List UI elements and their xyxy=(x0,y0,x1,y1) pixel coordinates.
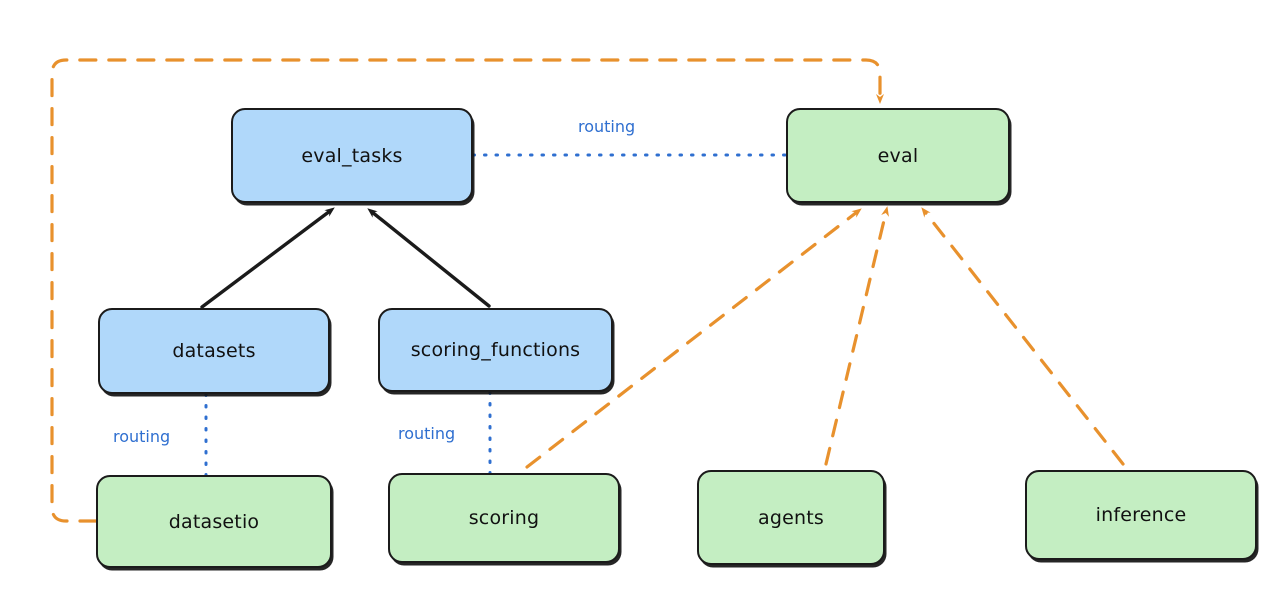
edge-inference-eval xyxy=(921,207,1125,466)
edge-label-routing-datasets-datasetio: routing xyxy=(113,427,171,446)
edge-datasets-eval_tasks xyxy=(200,207,335,309)
node-scoring[interactable]: scoring xyxy=(388,473,620,563)
node-eval[interactable]: eval xyxy=(786,108,1010,203)
edge-label-routing-scoring_functions-scoring: routing xyxy=(398,424,456,443)
node-agents[interactable]: agents xyxy=(697,470,885,565)
edge-label-routing-eval_tasks-eval: routing xyxy=(578,117,636,136)
node-eval-tasks[interactable]: eval_tasks xyxy=(231,108,473,203)
edge-agents-eval xyxy=(824,206,889,466)
node-inference[interactable]: inference xyxy=(1025,470,1257,560)
edge-datasetio-eval xyxy=(50,58,884,523)
node-label-eval: eval xyxy=(877,144,919,167)
edge-scoring_functions-eval_tasks xyxy=(367,208,491,308)
node-label-datasetio: datasetio xyxy=(168,510,260,533)
node-scoring-functions[interactable]: scoring_functions xyxy=(378,308,613,392)
node-label-scoring-functions: scoring_functions xyxy=(410,339,581,361)
node-label-eval-tasks: eval_tasks xyxy=(301,144,403,167)
node-label-inference: inference xyxy=(1095,504,1187,526)
node-label-scoring: scoring xyxy=(468,507,540,529)
edge-scoring-eval xyxy=(525,208,862,469)
node-label-datasets: datasets xyxy=(172,340,256,362)
node-datasetio[interactable]: datasetio xyxy=(96,475,332,568)
node-label-agents: agents xyxy=(758,506,824,529)
node-datasets[interactable]: datasets xyxy=(98,308,330,394)
